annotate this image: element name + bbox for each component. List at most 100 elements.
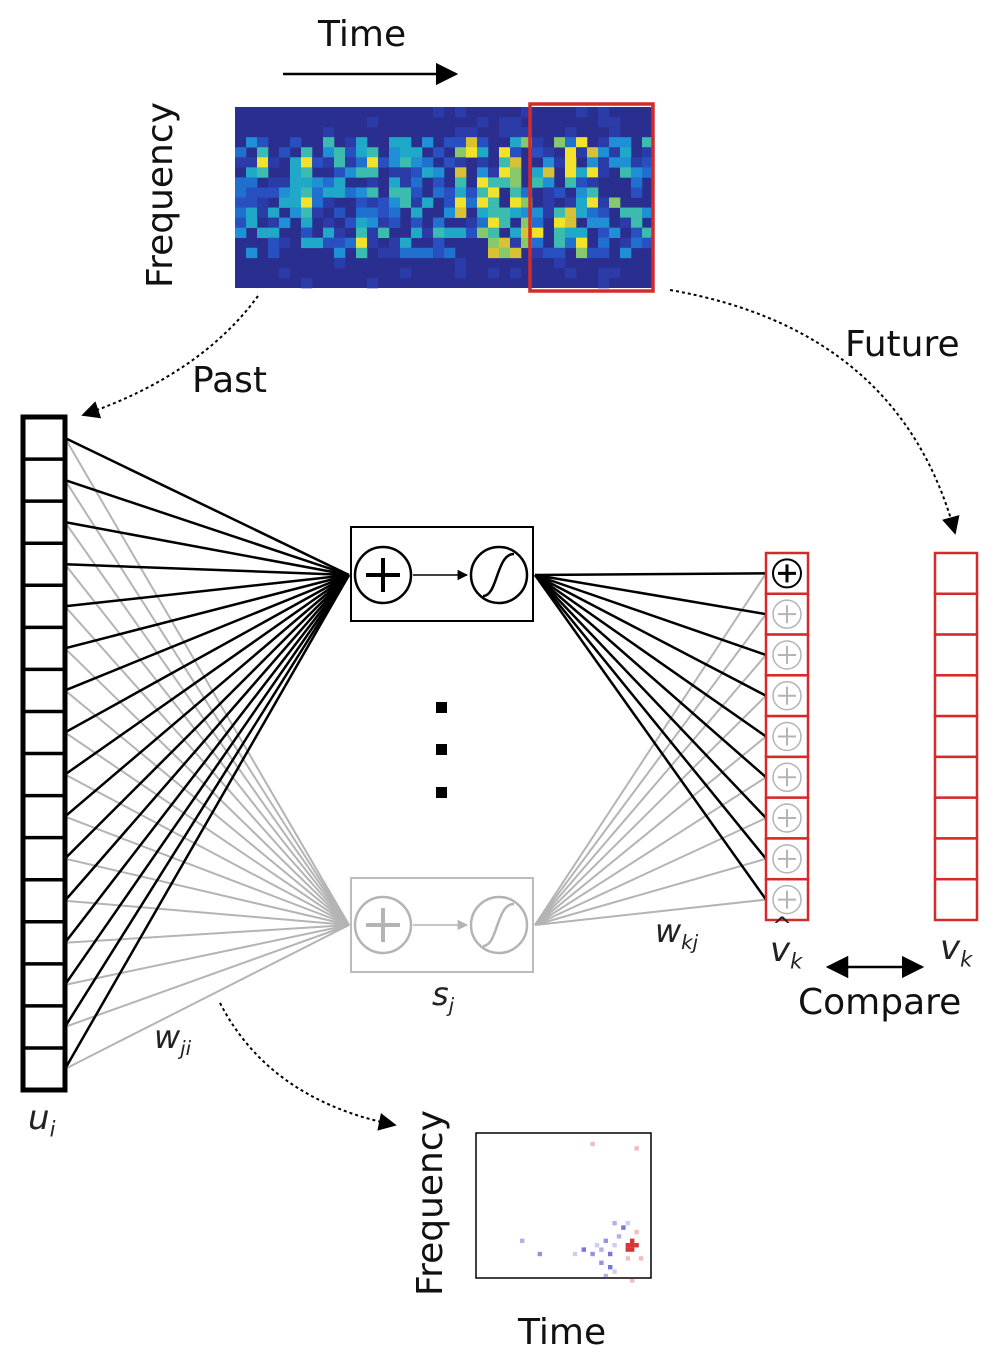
spectrogram-cell xyxy=(312,237,324,249)
sum-icon xyxy=(772,640,802,670)
spectrogram-cell xyxy=(620,207,632,218)
spectrogram-cell xyxy=(411,207,423,218)
spectrogram-cell xyxy=(620,167,632,178)
spectrogram-cell xyxy=(609,227,621,239)
spectrogram-cell xyxy=(235,177,247,188)
spectrogram-cell xyxy=(268,217,280,228)
spectrogram-cell xyxy=(631,177,643,188)
spectrogram-cell xyxy=(510,167,522,178)
spectrogram-cell xyxy=(301,277,313,289)
spectrogram-cell xyxy=(499,217,511,228)
sum-icon xyxy=(772,599,802,629)
inactive-connections xyxy=(64,437,767,1070)
spectrogram-cell xyxy=(411,187,423,198)
spectrogram-cell xyxy=(389,187,401,198)
spectrogram-cell xyxy=(532,177,544,188)
spectrogram-cell xyxy=(554,227,566,239)
spectrogram-cell xyxy=(499,147,511,158)
weight-cell-negative xyxy=(594,1243,600,1248)
target-output-unit xyxy=(933,837,979,881)
spectrogram-cell xyxy=(246,167,258,178)
sum-icon xyxy=(772,680,802,711)
spectrogram-cell xyxy=(587,197,599,208)
spectrogram-cell xyxy=(488,217,500,228)
spectrogram-cell xyxy=(378,227,390,239)
spectrogram-cell xyxy=(290,177,302,188)
weight-cell-positive xyxy=(638,1256,644,1261)
spectrogram-cell xyxy=(477,197,489,208)
spectrogram-cell xyxy=(400,187,412,198)
spectrogram-cell xyxy=(279,237,291,249)
spectrogram-cell xyxy=(510,207,522,218)
spectrogram-cell xyxy=(631,237,643,249)
spectrogram-cell xyxy=(246,247,258,259)
spectrogram-cell xyxy=(466,227,478,239)
sum-icon xyxy=(353,895,413,955)
spectrogram-cell xyxy=(510,137,522,148)
spectrogram-cell xyxy=(400,137,412,148)
connection-line xyxy=(63,574,351,986)
connection-line xyxy=(64,924,350,1028)
spectrogram-cell xyxy=(466,137,478,148)
connection-line xyxy=(534,573,767,738)
spectrogram-cell xyxy=(312,207,324,218)
spectrogram-cell xyxy=(235,227,247,239)
spectrogram-cell xyxy=(257,227,269,239)
spectrogram-cell xyxy=(510,227,522,239)
spectrogram-cell xyxy=(400,177,412,188)
spectrogram-cell xyxy=(400,247,412,259)
connection-line xyxy=(64,574,350,818)
spectrogram-cell xyxy=(554,247,566,259)
spectrogram-cell xyxy=(400,167,412,178)
spectrogram-cell xyxy=(433,167,445,178)
connection-line xyxy=(64,731,350,926)
spectrogram-cell xyxy=(477,167,489,178)
spectrogram-cell xyxy=(543,177,555,188)
spectrogram-cell xyxy=(466,127,478,138)
spectrogram-cell xyxy=(609,147,621,158)
spectrogram-cell xyxy=(301,157,313,168)
sigmoid-icon xyxy=(469,545,529,605)
spectrogram-cell xyxy=(334,187,346,198)
target-output-layer xyxy=(933,551,979,922)
connection-line xyxy=(534,574,767,779)
spectrogram-cell xyxy=(642,147,654,158)
spectrogram-cell xyxy=(301,187,313,198)
spectrogram-cell xyxy=(565,157,577,168)
spectrogram-cell xyxy=(389,237,401,249)
spectrogram-cell xyxy=(433,227,445,239)
connection-line xyxy=(63,574,351,1070)
spectrogram-cell xyxy=(246,177,258,188)
spectrogram-cell xyxy=(345,137,357,148)
spectrogram-cell xyxy=(609,197,621,208)
spectrogram-cell xyxy=(477,147,489,158)
spectrogram-cell xyxy=(422,137,434,148)
weight-map-cells xyxy=(520,1141,644,1283)
spectrogram-cell xyxy=(367,207,379,218)
connection-line xyxy=(64,857,350,926)
time-label-top: Time xyxy=(318,14,407,55)
spectrogram-cell xyxy=(422,247,434,259)
spectrogram-cell xyxy=(598,157,610,168)
spectrogram-cell xyxy=(345,167,357,178)
spectrogram-cell xyxy=(576,187,588,198)
spectrogram-cell xyxy=(631,187,643,198)
spectrogram-cell xyxy=(312,157,324,168)
target-output-label: vk xyxy=(940,928,973,972)
connection-line xyxy=(534,898,767,926)
target-output-unit xyxy=(933,755,979,799)
spectrogram-cell xyxy=(345,187,357,198)
weight-cell-positive xyxy=(630,1243,635,1248)
spectrogram-cell xyxy=(576,247,588,259)
spectrogram-cell xyxy=(400,237,412,249)
spectrogram-cell xyxy=(334,247,346,259)
connection-line xyxy=(64,573,350,692)
spectrogram-cell xyxy=(554,257,566,269)
spectrogram-cell xyxy=(246,197,258,208)
spectrogram-cell xyxy=(257,187,269,198)
spectrogram-cell xyxy=(499,177,511,188)
spectrogram-cell xyxy=(576,197,588,208)
spectrogram-cell xyxy=(576,227,588,239)
spectrogram-cell xyxy=(466,197,478,208)
active-connections xyxy=(63,436,768,1070)
